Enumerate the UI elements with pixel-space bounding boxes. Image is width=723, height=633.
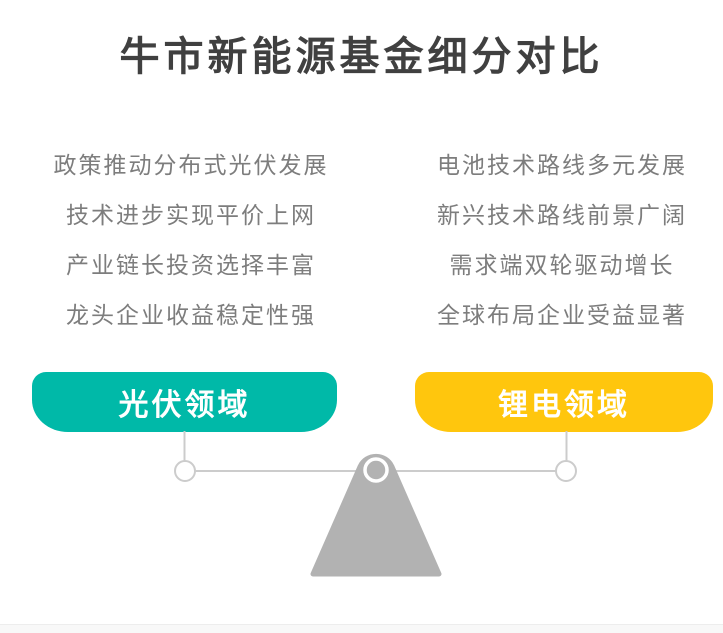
right-point-1: 电池技术路线多元发展: [437, 152, 687, 178]
right-point-3: 需求端双轮驱动增长: [449, 252, 675, 278]
scale-fulcrum-triangle-icon: [310, 453, 442, 577]
left-point-4: 龙头企业收益稳定性强: [66, 302, 316, 328]
left-point-3: 产业链长投资选择丰富: [66, 252, 316, 278]
scale-left-end-circle: [174, 460, 196, 482]
right-points-column: 电池技术路线多元发展 新兴技术路线前景广阔 需求端双轮驱动增长 全球布局企业受益…: [404, 140, 720, 340]
scale-pivot-ring-icon: [363, 457, 389, 483]
right-category-banner: 锂电领域: [415, 372, 713, 432]
scale-right-end-circle: [555, 460, 577, 482]
left-category-banner: 光伏领域: [32, 372, 337, 432]
right-point-4: 全球布局企业受益显著: [437, 302, 687, 328]
left-category-label: 光伏领域: [118, 389, 251, 422]
right-category-label: 锂电领域: [498, 389, 630, 422]
left-point-1: 政策推动分布式光伏发展: [53, 152, 329, 178]
left-points-column: 政策推动分布式光伏发展 技术进步实现平价上网 产业链长投资选择丰富 龙头企业收益…: [30, 140, 352, 340]
left-point-2: 技术进步实现平价上网: [66, 202, 316, 228]
footer-strip: [0, 624, 723, 633]
page-title: 牛市新能源基金细分对比: [119, 35, 604, 79]
right-point-2: 新兴技术路线前景广阔: [437, 202, 687, 228]
